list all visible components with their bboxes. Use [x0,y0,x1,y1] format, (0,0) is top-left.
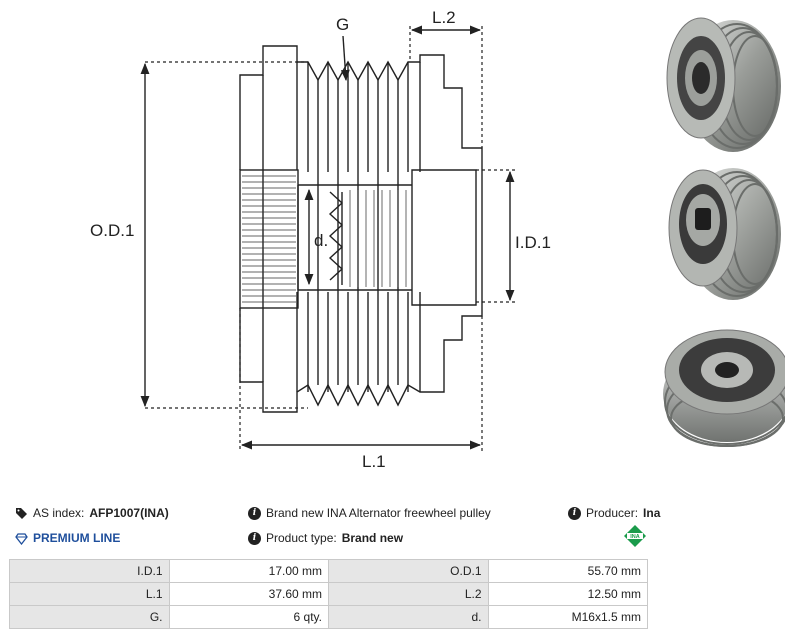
info-icon: i [248,506,261,520]
table-row: G. 6 qty. d. M16x1.5 mm [9,605,648,629]
info-icon: i [248,531,261,545]
id1-label: I.D.1 [515,233,551,252]
spline-hatching [242,175,296,303]
pulley-photo-angle [668,168,781,300]
l2-label: L.2 [432,8,456,27]
spec-value: 55.70 mm [487,559,648,583]
spec-key: L.1 [9,582,170,606]
g-leader-line [340,35,350,82]
spec-value: M16x1.5 mm [487,605,648,629]
table-row: L.1 37.60 mm L.2 12.50 mm [9,582,648,606]
spec-key: O.D.1 [328,559,489,583]
product-description: Brand new INA Alternator freewheel pulle… [266,506,491,520]
spec-value: 17.00 mm [168,559,329,583]
pulley-photo-rear [663,329,785,447]
ina-logo-text: INA [630,534,640,540]
pulley-photo-front [666,17,781,152]
spec-key: d. [328,605,489,629]
spec-key: I.D.1 [9,559,170,583]
g-label: G [336,15,349,34]
product-type-value: Brand new [341,531,404,545]
l1-label: L.1 [362,452,386,471]
info-icon: i [568,506,581,520]
spec-value: 6 qty. [168,605,329,629]
as-index-label: AS index: [33,506,85,520]
premium-line-row: PREMIUM LINE [15,531,120,545]
pulley-outline [239,45,483,413]
spec-value: 37.60 mm [168,582,329,606]
ina-logo: INA [624,525,646,547]
spec-value: 12.50 mm [487,582,648,606]
tags-icon [15,507,28,520]
as-index-value: AFP1007(INA) [89,506,169,520]
diamond-icon [15,532,28,545]
table-row: I.D.1 17.00 mm O.D.1 55.70 mm [9,559,648,583]
premium-line-label: PREMIUM LINE [33,531,121,545]
description-row: i Brand new INA Alternator freewheel pul… [248,506,491,520]
bearing-collar [411,169,477,306]
product-type-row: i Product type: Brand new [248,531,403,545]
producer-row: i Producer: Ina [568,506,660,520]
specs-table: I.D.1 17.00 mm O.D.1 55.70 mm L.1 37.60 … [9,559,648,629]
producer-value: Ina [643,506,661,520]
as-index-row: AS index: AFP1007(INA) [15,506,169,520]
spline-hub [239,169,299,309]
d-label: d. [314,231,328,250]
spec-key: L.2 [328,582,489,606]
product-type-label: Product type: [266,531,337,545]
technical-drawing: G L.2 O.D.1 d. I.D.1 L.1 [90,8,551,471]
spec-key: G. [9,605,170,629]
od1-label: O.D.1 [90,221,134,240]
producer-label: Producer: [586,506,639,520]
threaded-bore [297,184,412,291]
thread-hatching [349,190,407,287]
thread-profile [328,191,344,285]
